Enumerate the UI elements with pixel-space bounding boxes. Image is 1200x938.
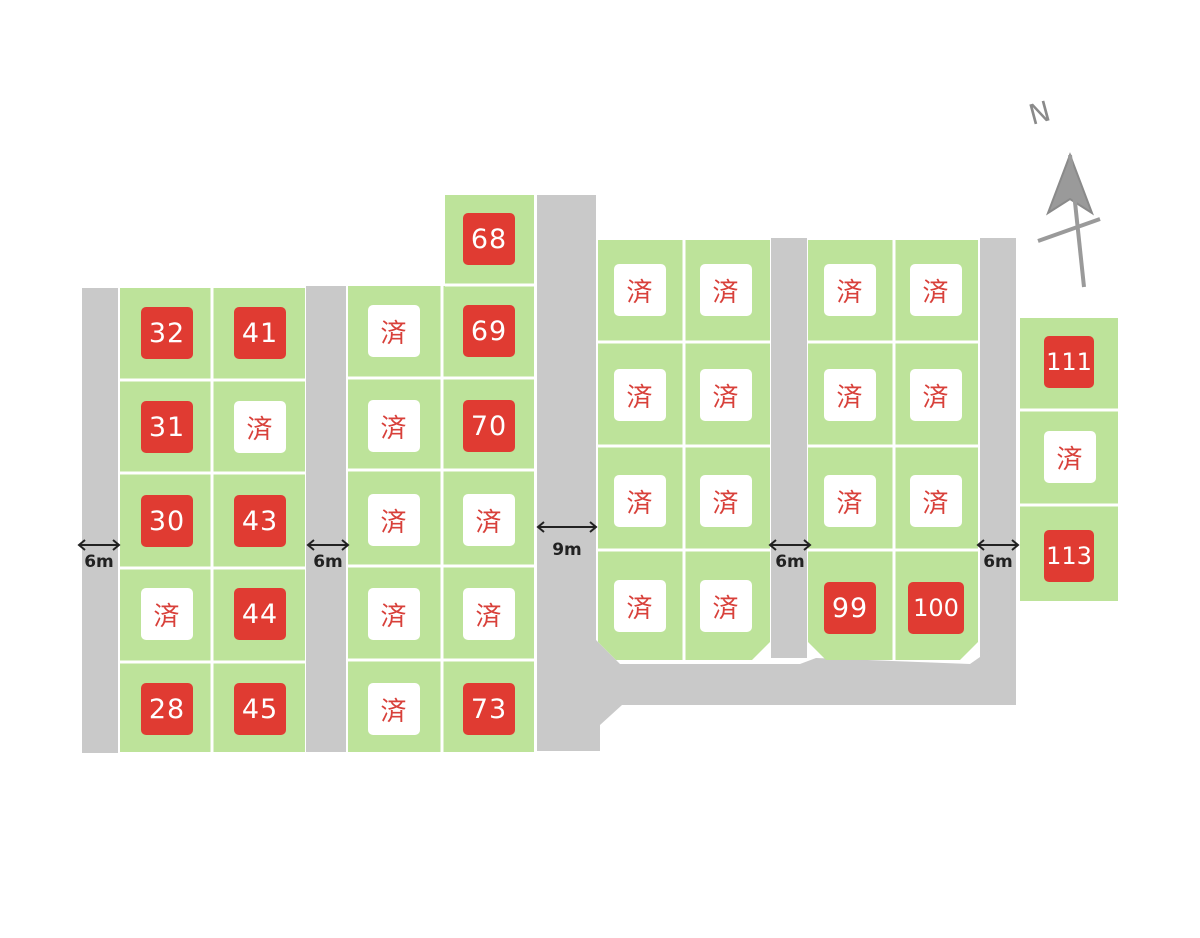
lot-badge-sold: 済 bbox=[1044, 431, 1096, 483]
lot-badge-sold: 済 bbox=[368, 494, 420, 546]
lot-badge[interactable]: 99 bbox=[824, 582, 876, 634]
lot-badge-sold: 済 bbox=[614, 475, 666, 527]
lot-badge-sold: 済 bbox=[824, 475, 876, 527]
road-width-marker: 6m bbox=[306, 538, 350, 578]
lot-badge-sold: 済 bbox=[368, 683, 420, 735]
lot-badge-sold: 済 bbox=[700, 580, 752, 632]
road-width-marker: 6m bbox=[976, 538, 1020, 578]
lot-badge[interactable]: 43 bbox=[234, 495, 286, 547]
lot-badge-sold: 済 bbox=[700, 264, 752, 316]
lot-badge[interactable]: 111 bbox=[1044, 336, 1094, 388]
road-6m-d bbox=[980, 238, 1016, 658]
lot-badge[interactable]: 31 bbox=[141, 401, 193, 453]
lot-badge-sold: 済 bbox=[463, 494, 515, 546]
lot-badge-sold: 済 bbox=[910, 369, 962, 421]
lot-badge[interactable]: 73 bbox=[463, 683, 515, 735]
lot-badge[interactable]: 41 bbox=[234, 307, 286, 359]
lot-badge[interactable]: 32 bbox=[141, 307, 193, 359]
road-width-label: 9m bbox=[552, 540, 582, 560]
road-west bbox=[82, 288, 118, 753]
compass-north-arrow-icon: N bbox=[1025, 95, 1101, 288]
road-width-label: 6m bbox=[84, 552, 114, 572]
lot-badge[interactable]: 113 bbox=[1044, 530, 1094, 582]
road-6m-b bbox=[306, 286, 346, 752]
lot-badge[interactable]: 30 bbox=[141, 495, 193, 547]
lot-badge-sold: 済 bbox=[700, 475, 752, 527]
lot-badge-sold: 済 bbox=[910, 475, 962, 527]
double-arrow-icon bbox=[306, 539, 350, 551]
road-width-label: 6m bbox=[775, 552, 805, 572]
road-width-label: 6m bbox=[313, 552, 343, 572]
lot-badge-sold: 済 bbox=[614, 369, 666, 421]
lot-badge-sold: 済 bbox=[368, 588, 420, 640]
lot-badge[interactable]: 44 bbox=[234, 588, 286, 640]
lot-badge[interactable]: 68 bbox=[463, 213, 515, 265]
road-6m-c bbox=[771, 238, 807, 658]
lot-badge[interactable]: 45 bbox=[234, 683, 286, 735]
lot-badge-sold: 済 bbox=[700, 369, 752, 421]
lot-badge-sold: 済 bbox=[824, 264, 876, 316]
double-arrow-icon bbox=[77, 539, 121, 551]
lot-badge-sold: 済 bbox=[234, 401, 286, 453]
lot-badge-sold: 済 bbox=[141, 588, 193, 640]
lot-badge[interactable]: 69 bbox=[463, 305, 515, 357]
double-arrow-icon bbox=[536, 521, 598, 533]
double-arrow-icon bbox=[976, 539, 1020, 551]
lot-badge-sold: 済 bbox=[368, 305, 420, 357]
lot-badge-sold: 済 bbox=[614, 264, 666, 316]
lot-badge-sold: 済 bbox=[910, 264, 962, 316]
compass-label: N bbox=[1025, 95, 1054, 132]
double-arrow-icon bbox=[768, 539, 812, 551]
lot-badge-sold: 済 bbox=[368, 400, 420, 452]
lot-badge[interactable]: 100 bbox=[908, 582, 964, 634]
lot-badge[interactable]: 70 bbox=[463, 400, 515, 452]
road-width-marker: 9m bbox=[536, 520, 598, 560]
lot-badge-sold: 済 bbox=[463, 588, 515, 640]
road-width-marker: 6m bbox=[77, 538, 121, 578]
road-width-label: 6m bbox=[983, 552, 1013, 572]
lot-badge[interactable]: 28 bbox=[141, 683, 193, 735]
lot-badge-sold: 済 bbox=[824, 369, 876, 421]
road-width-marker: 6m bbox=[768, 538, 812, 578]
lot-badge-sold: 済 bbox=[614, 580, 666, 632]
